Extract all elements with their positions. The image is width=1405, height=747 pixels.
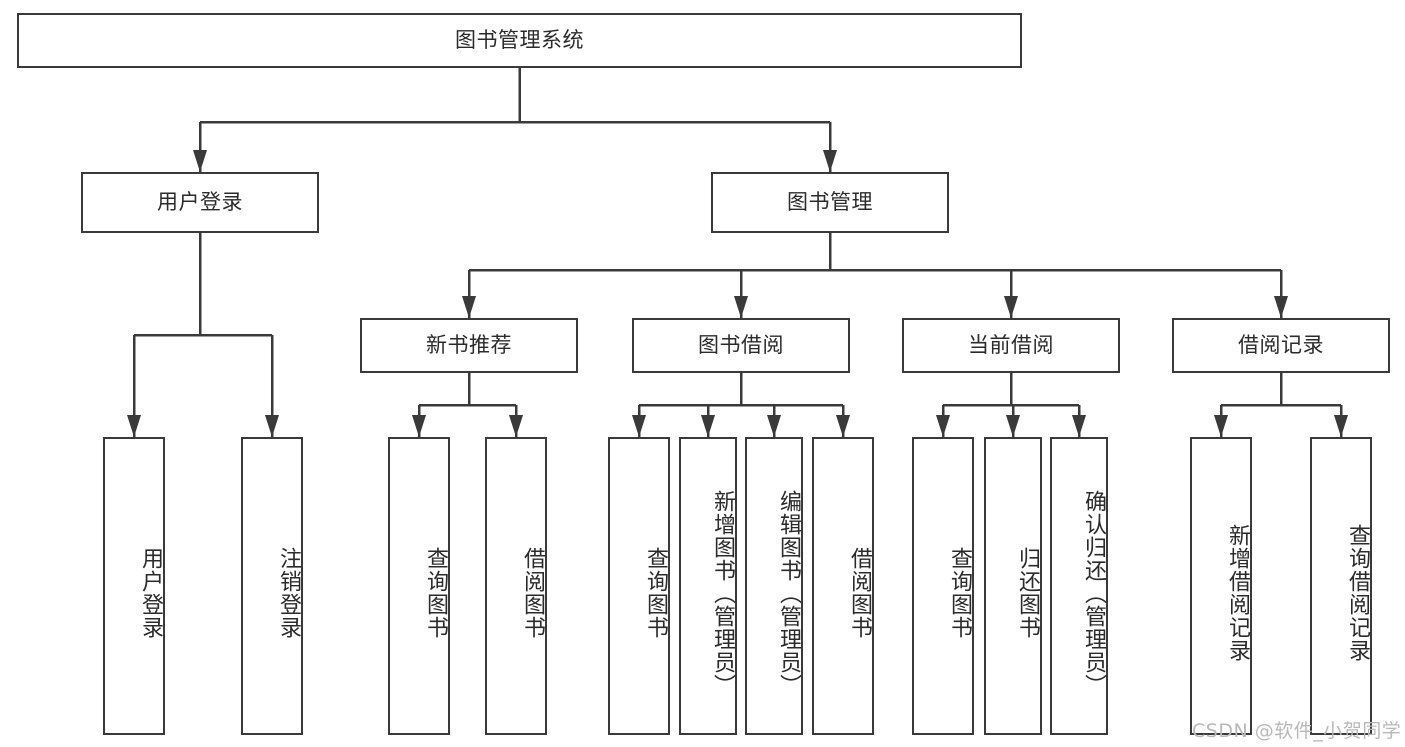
node-root[interactable]: 图书管理系统: [17, 13, 1022, 68]
node-leaf-query-2[interactable]: 查询图书: [608, 437, 670, 735]
node-label: 查询借阅记录: [1345, 524, 1370, 662]
node-current-borrow[interactable]: 当前借阅: [902, 318, 1120, 373]
node-label: 用户登录: [138, 547, 163, 639]
node-label: 图书管理: [787, 189, 873, 214]
node-leaf-return[interactable]: 归还图书: [984, 437, 1042, 735]
node-label: 编辑图书（管理员）: [776, 489, 801, 697]
node-leaf-logout[interactable]: 注销登录: [241, 437, 303, 735]
node-label: 归还图书: [1015, 547, 1040, 639]
node-label: 新增借阅记录: [1225, 524, 1250, 662]
node-leaf-add-book[interactable]: 新增图书（管理员）: [679, 437, 737, 735]
node-book-manage[interactable]: 图书管理: [711, 172, 949, 233]
node-leaf-query-1[interactable]: 查询图书: [388, 437, 450, 735]
node-label: 查询图书: [947, 547, 972, 639]
node-label: 借阅图书: [847, 547, 872, 639]
node-label: 确认归还（管理员）: [1081, 489, 1106, 697]
node-label: 查询图书: [643, 547, 668, 639]
node-label: 新增图书（管理员）: [710, 489, 735, 697]
node-leaf-edit-book[interactable]: 编辑图书（管理员）: [745, 437, 803, 735]
node-label: 借阅图书: [520, 547, 545, 639]
node-leaf-borrow-2[interactable]: 借阅图书: [812, 437, 874, 735]
node-leaf-query-3[interactable]: 查询图书: [912, 437, 974, 735]
node-label: 查询图书: [423, 547, 448, 639]
node-borrow-record[interactable]: 借阅记录: [1172, 318, 1390, 373]
node-leaf-add-record[interactable]: 新增借阅记录: [1190, 437, 1252, 735]
node-label: 图书管理系统: [455, 27, 584, 52]
node-leaf-qry-record[interactable]: 查询借阅记录: [1310, 437, 1372, 735]
node-label: 借阅记录: [1238, 332, 1324, 357]
csdn-watermark: CSDN @软件_小贺同学: [1192, 720, 1402, 742]
node-label: 用户登录: [157, 189, 243, 214]
node-label: 新书推荐: [426, 332, 512, 357]
node-new-book-rec[interactable]: 新书推荐: [360, 318, 578, 373]
node-user-login[interactable]: 用户登录: [81, 172, 319, 233]
node-leaf-confirm[interactable]: 确认归还（管理员）: [1050, 437, 1108, 735]
node-book-borrow[interactable]: 图书借阅: [632, 318, 850, 373]
node-leaf-user-login[interactable]: 用户登录: [103, 437, 165, 735]
node-label: 图书借阅: [698, 332, 784, 357]
node-label: 当前借阅: [968, 332, 1054, 357]
node-leaf-borrow-1[interactable]: 借阅图书: [485, 437, 547, 735]
node-label: 注销登录: [276, 547, 301, 639]
